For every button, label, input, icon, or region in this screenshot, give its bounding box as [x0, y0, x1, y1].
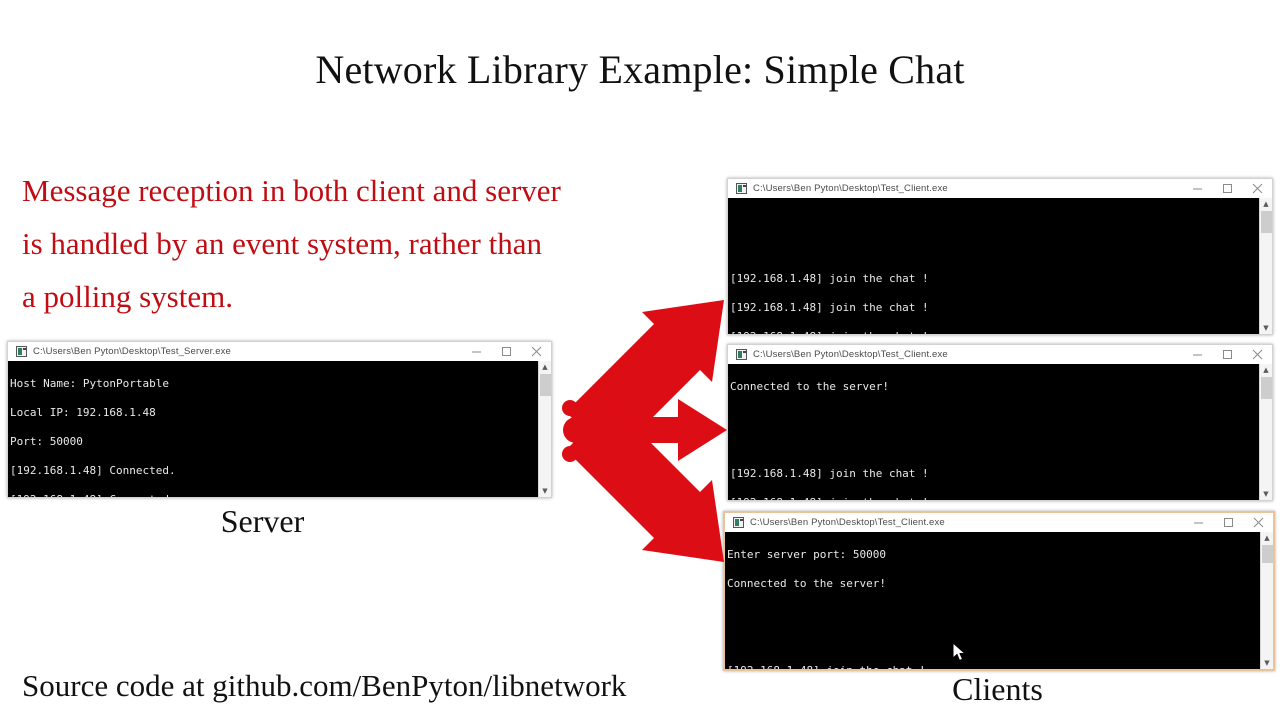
- client-2-window-controls: [1182, 345, 1272, 364]
- client-2-console-body[interactable]: Connected to the server! [192.168.1.48] …: [728, 364, 1272, 500]
- server-console-scrollbar[interactable]: ▲ ▼: [538, 361, 551, 497]
- close-button[interactable]: [1243, 513, 1273, 532]
- client-3-window-controls: [1183, 513, 1273, 532]
- client-2-titlebar[interactable]: C:\Users\Ben Pyton\Desktop\Test_Client.e…: [728, 345, 1272, 364]
- console-line: Local IP: 192.168.1.48: [10, 405, 156, 419]
- scroll-down-icon[interactable]: ▼: [542, 486, 548, 495]
- maximize-button[interactable]: [1212, 179, 1242, 198]
- close-button[interactable]: [521, 342, 551, 361]
- console-line: Port: 50000: [10, 434, 83, 448]
- console-line: [730, 438, 1259, 453]
- client-3-console-body[interactable]: Enter server port: 50000 Connected to th…: [725, 532, 1273, 669]
- client-1-scrollbar[interactable]: ▲ ▼: [1259, 198, 1272, 334]
- console-line: Connected to the server!: [730, 379, 889, 393]
- console-line: [192.168.1.48] join the chat !: [730, 271, 929, 285]
- console-line: [192.168.1.48] Connected.: [10, 493, 538, 497]
- console-line: [192.168.1.48] join the chat !: [727, 664, 1260, 669]
- scrollbar-thumb[interactable]: [1262, 545, 1273, 563]
- client-2-window-title: C:\Users\Ben Pyton\Desktop\Test_Client.e…: [753, 349, 948, 360]
- server-window-controls: [461, 342, 551, 361]
- client-3-window-title: C:\Users\Ben Pyton\Desktop\Test_Client.e…: [750, 517, 945, 528]
- scroll-up-icon[interactable]: ▲: [1263, 199, 1269, 208]
- red-note-text: Message reception in both client and ser…: [22, 164, 722, 323]
- client-1-console-body[interactable]: [192.168.1.48] join the chat ! [192.168.…: [728, 198, 1272, 334]
- console-line: [192.168.1.48] Connected.: [10, 464, 176, 478]
- scrollbar-thumb[interactable]: [540, 374, 551, 396]
- console-app-icon: [16, 346, 27, 357]
- scroll-up-icon[interactable]: ▲: [1263, 365, 1269, 374]
- client-3-titlebar[interactable]: C:\Users\Ben Pyton\Desktop\Test_Client.e…: [725, 513, 1273, 532]
- client-1-window-title: C:\Users\Ben Pyton\Desktop\Test_Client.e…: [753, 183, 948, 194]
- minimize-button[interactable]: [461, 342, 491, 361]
- console-line: Enter server port: 50000: [727, 547, 886, 561]
- server-console-body[interactable]: Host Name: PytonPortable Local IP: 192.1…: [8, 361, 551, 497]
- mouse-cursor-icon: [953, 643, 967, 662]
- minimize-button[interactable]: [1182, 179, 1212, 198]
- minimize-button[interactable]: [1182, 345, 1212, 364]
- client-1-titlebar[interactable]: C:\Users\Ben Pyton\Desktop\Test_Client.e…: [728, 179, 1272, 198]
- server-window-titlebar[interactable]: C:\Users\Ben Pyton\Desktop\Test_Server.e…: [8, 342, 551, 361]
- clients-caption: Clients: [952, 671, 1043, 707]
- maximize-button[interactable]: [491, 342, 521, 361]
- red-note-line-2: is handled by an event system, rather th…: [22, 226, 542, 261]
- client-2-console-output: Connected to the server! [192.168.1.48] …: [728, 364, 1259, 500]
- red-note-line-3: a polling system.: [22, 279, 233, 314]
- console-line: [730, 243, 1259, 258]
- scrollbar-thumb[interactable]: [1261, 211, 1272, 233]
- arrow-to-client-3: [562, 404, 724, 562]
- console-line: [192.168.1.48] join the chat !: [730, 467, 929, 481]
- server-window-title: C:\Users\Ben Pyton\Desktop\Test_Server.e…: [33, 346, 231, 357]
- client-console-window-2[interactable]: C:\Users\Ben Pyton\Desktop\Test_Client.e…: [727, 344, 1273, 501]
- console-app-icon: [736, 183, 747, 194]
- client-2-scrollbar[interactable]: ▲ ▼: [1259, 364, 1272, 500]
- scroll-down-icon[interactable]: ▼: [1263, 323, 1269, 332]
- console-line: Connected to the server!: [727, 576, 886, 590]
- page-title: Network Library Example: Simple Chat: [315, 47, 965, 92]
- scroll-up-icon[interactable]: ▲: [542, 362, 548, 371]
- maximize-button[interactable]: [1213, 513, 1243, 532]
- console-line: [727, 635, 1260, 650]
- arrow-to-client-1: [562, 300, 724, 458]
- scroll-down-icon[interactable]: ▼: [1264, 658, 1270, 667]
- arrow-to-client-2: [563, 399, 727, 461]
- scroll-up-icon[interactable]: ▲: [1264, 533, 1270, 542]
- console-line: [727, 606, 1260, 621]
- scrollbar-thumb[interactable]: [1261, 377, 1272, 399]
- console-line: [192.168.1.48] join the chat !: [730, 496, 1259, 500]
- console-app-icon: [736, 349, 747, 360]
- red-note-line-1: Message reception in both client and ser…: [22, 173, 561, 208]
- source-code-text: Source code at github.com/BenPyton/libne…: [22, 668, 627, 703]
- console-line: [192.168.1.48] join the chat !: [730, 301, 929, 315]
- console-line: Host Name: PytonPortable: [10, 376, 169, 390]
- close-button[interactable]: [1242, 345, 1272, 364]
- client-console-window-3[interactable]: C:\Users\Ben Pyton\Desktop\Test_Client.e…: [723, 511, 1275, 671]
- scroll-down-icon[interactable]: ▼: [1263, 489, 1269, 498]
- client-3-scrollbar[interactable]: ▲ ▼: [1260, 532, 1273, 669]
- server-console-window[interactable]: C:\Users\Ben Pyton\Desktop\Test_Server.e…: [7, 341, 552, 498]
- client-1-console-output: [192.168.1.48] join the chat ! [192.168.…: [728, 198, 1259, 334]
- close-button[interactable]: [1242, 179, 1272, 198]
- maximize-button[interactable]: [1212, 345, 1242, 364]
- client-3-console-output: Enter server port: 50000 Connected to th…: [725, 532, 1260, 669]
- client-1-window-controls: [1182, 179, 1272, 198]
- minimize-button[interactable]: [1183, 513, 1213, 532]
- server-caption: Server: [220, 503, 305, 539]
- console-line: [730, 214, 1259, 229]
- client-console-window-1[interactable]: C:\Users\Ben Pyton\Desktop\Test_Client.e…: [727, 178, 1273, 335]
- console-app-icon: [733, 517, 744, 528]
- console-line: [192.168.1.48] join the chat !: [730, 330, 1259, 334]
- server-console-output: Host Name: PytonPortable Local IP: 192.1…: [8, 361, 538, 497]
- console-line: [730, 409, 1259, 424]
